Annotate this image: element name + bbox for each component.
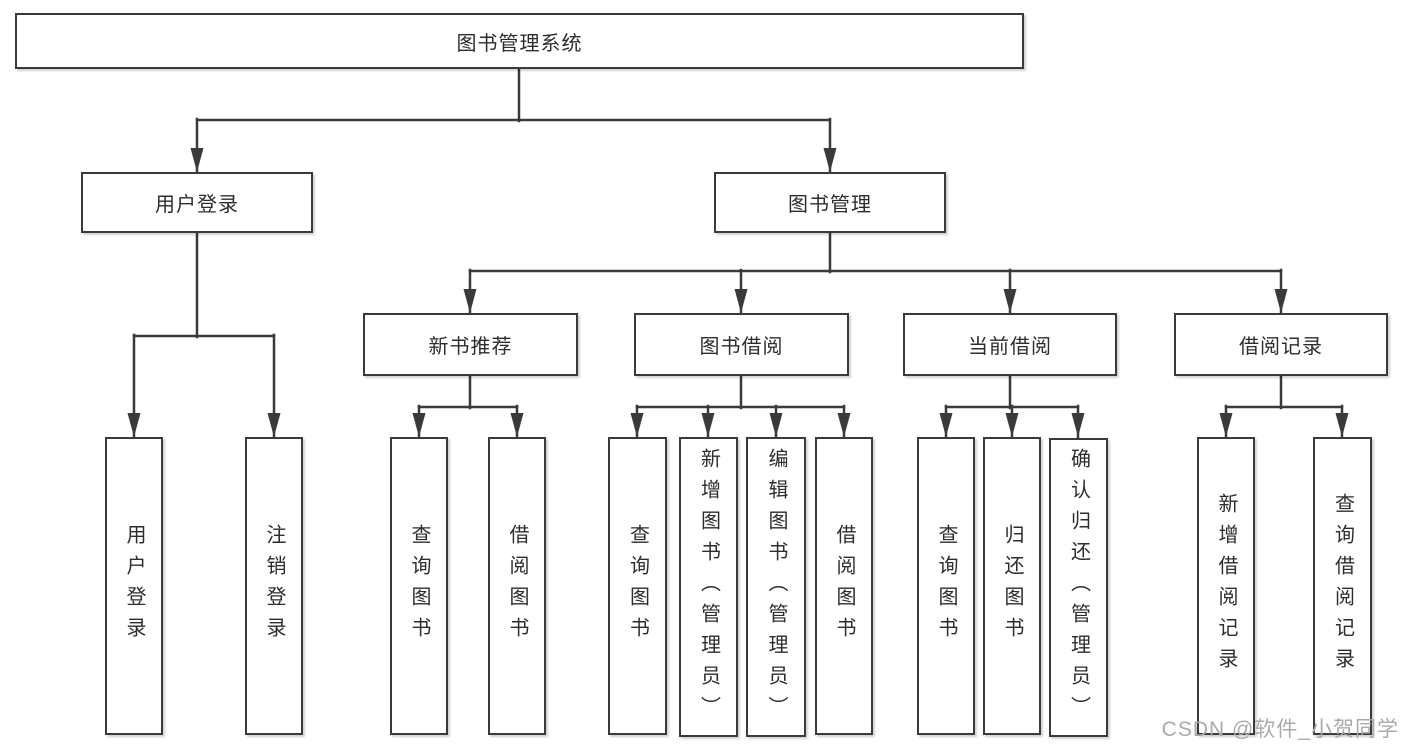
leaf-logout-label: 注销登录 bbox=[263, 524, 285, 648]
leaf-user-login: 用户登录 bbox=[105, 437, 163, 735]
leaf-add-borrow-record: 新增借阅记录 bbox=[1197, 437, 1255, 735]
leaf-query-borrow-record-label: 查询借阅记录 bbox=[1331, 493, 1354, 679]
node-book-borrowing-label: 图书借阅 bbox=[699, 336, 784, 358]
node-borrowing-records: 借阅记录 bbox=[1174, 313, 1388, 376]
node-book-management-label: 图书管理 bbox=[788, 194, 872, 216]
leaf-borrow-books: 借阅图书 bbox=[815, 437, 873, 735]
node-current-borrowing-label: 当前借阅 bbox=[968, 336, 1052, 358]
leaf-query-books-current: 查询图书 bbox=[917, 437, 975, 735]
leaf-query-borrow-record: 查询借阅记录 bbox=[1313, 437, 1372, 735]
node-new-book-recommend-label: 新书推荐 bbox=[428, 336, 513, 358]
leaf-confirm-return-admin: 确认归还（管理员） bbox=[1049, 438, 1108, 737]
leaf-borrow-books-recommend-label: 借阅图书 bbox=[506, 524, 528, 648]
node-book-borrowing: 图书借阅 bbox=[634, 313, 849, 376]
node-user-login-label: 用户登录 bbox=[155, 194, 239, 216]
leaf-query-books-borrow: 查询图书 bbox=[608, 437, 667, 735]
leaf-edit-books-admin-label: 编辑图书（管理员） bbox=[765, 447, 787, 727]
leaf-query-books-recommend-label: 查询图书 bbox=[408, 524, 430, 648]
leaf-add-borrow-record-label: 新增借阅记录 bbox=[1215, 493, 1237, 679]
leaf-borrow-books-recommend: 借阅图书 bbox=[488, 437, 546, 735]
leaf-add-books-admin-label: 新增图书（管理员） bbox=[697, 447, 720, 727]
node-root-label: 图书管理系统 bbox=[456, 32, 583, 55]
leaf-add-books-admin: 新增图书（管理员） bbox=[679, 437, 738, 737]
leaf-user-login-label: 用户登录 bbox=[123, 524, 145, 648]
node-current-borrowing: 当前借阅 bbox=[903, 313, 1117, 376]
leaf-query-books-borrow-label: 查询图书 bbox=[626, 524, 649, 648]
leaf-query-books-current-label: 查询图书 bbox=[935, 524, 957, 648]
node-book-management: 图书管理 bbox=[714, 172, 946, 233]
leaf-query-books-recommend: 查询图书 bbox=[390, 437, 448, 735]
leaf-confirm-return-admin-label: 确认归还（管理员） bbox=[1067, 448, 1090, 727]
leaf-return-books-label: 归还图书 bbox=[1001, 524, 1023, 648]
node-user-login: 用户登录 bbox=[81, 172, 313, 233]
node-root: 图书管理系统 bbox=[15, 13, 1024, 69]
leaf-return-books: 归还图书 bbox=[983, 437, 1041, 735]
node-borrowing-records-label: 借阅记录 bbox=[1239, 336, 1323, 358]
csdn-watermark: CSDN @软件_小贺同学 bbox=[1161, 718, 1399, 741]
leaf-edit-books-admin: 编辑图书（管理员） bbox=[746, 437, 806, 737]
leaf-borrow-books-label: 借阅图书 bbox=[833, 524, 855, 648]
leaf-logout: 注销登录 bbox=[245, 437, 303, 735]
node-new-book-recommend: 新书推荐 bbox=[363, 313, 578, 376]
